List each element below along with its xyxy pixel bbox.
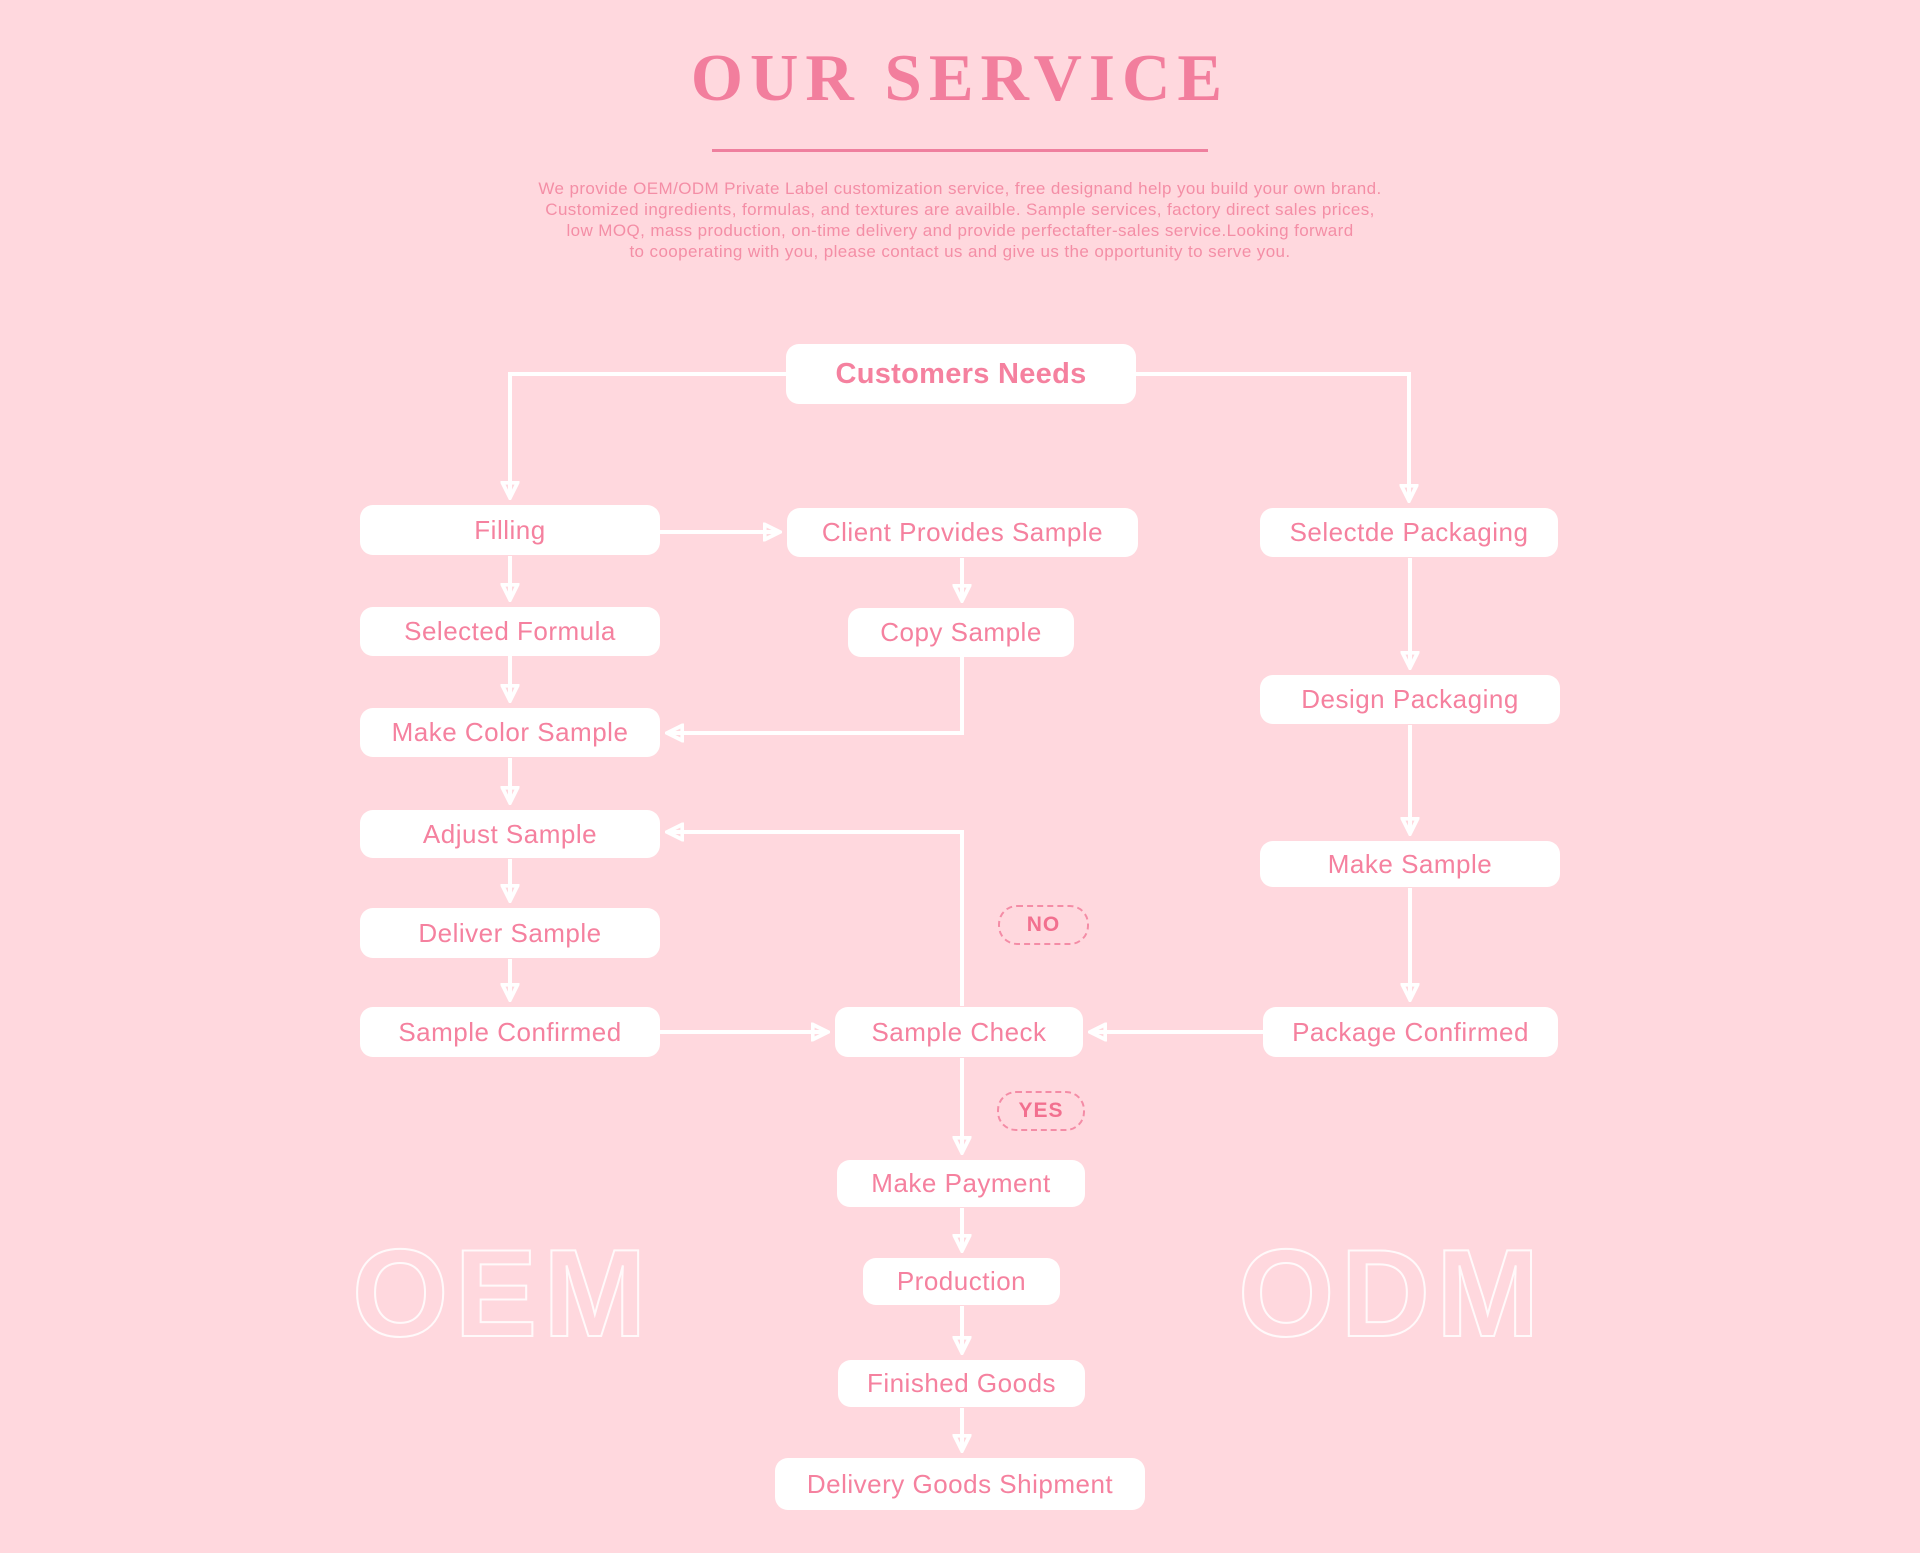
no-badge: NO bbox=[998, 905, 1089, 945]
node-make-payment: Make Payment bbox=[837, 1160, 1085, 1207]
node-deliver-sample: Deliver Sample bbox=[360, 908, 660, 958]
node-adjust-sample: Adjust Sample bbox=[360, 810, 660, 858]
description-line: low MOQ, mass production, on-time delive… bbox=[566, 221, 1354, 240]
odm-watermark: ODM bbox=[1237, 1225, 1546, 1363]
description-line: to cooperating with you, please contact … bbox=[629, 242, 1291, 261]
node-production: Production bbox=[863, 1258, 1060, 1305]
node-finished-goods: Finished Goods bbox=[838, 1360, 1085, 1407]
node-package-confirmed: Package Confirmed bbox=[1263, 1007, 1558, 1057]
node-filling: Filling bbox=[360, 505, 660, 555]
description-line: Customized ingredients, formulas, and te… bbox=[545, 200, 1375, 219]
node-selected-formula: Selected Formula bbox=[360, 607, 660, 656]
service-description: We provide OEM/ODM Private Label customi… bbox=[0, 178, 1920, 262]
oem-watermark: OEM bbox=[351, 1225, 653, 1363]
title-underline bbox=[712, 149, 1208, 152]
node-customers-needs: Customers Needs bbox=[786, 344, 1136, 404]
node-copy-sample: Copy Sample bbox=[848, 608, 1074, 657]
node-make-sample: Make Sample bbox=[1260, 841, 1560, 887]
yes-badge: YES bbox=[997, 1091, 1085, 1131]
node-make-color-sample: Make Color Sample bbox=[360, 708, 660, 757]
node-selectde-packaging: Selectde Packaging bbox=[1260, 508, 1558, 557]
node-client-provides-sample: Client Provides Sample bbox=[787, 508, 1138, 557]
node-sample-confirmed: Sample Confirmed bbox=[360, 1007, 660, 1057]
node-sample-check: Sample Check bbox=[835, 1007, 1083, 1057]
node-delivery-goods-shipment: Delivery Goods Shipment bbox=[775, 1458, 1145, 1510]
node-design-packaging: Design Packaging bbox=[1260, 675, 1560, 724]
description-line: We provide OEM/ODM Private Label customi… bbox=[538, 179, 1382, 198]
page-title: OUR SERVICE bbox=[690, 41, 1230, 115]
